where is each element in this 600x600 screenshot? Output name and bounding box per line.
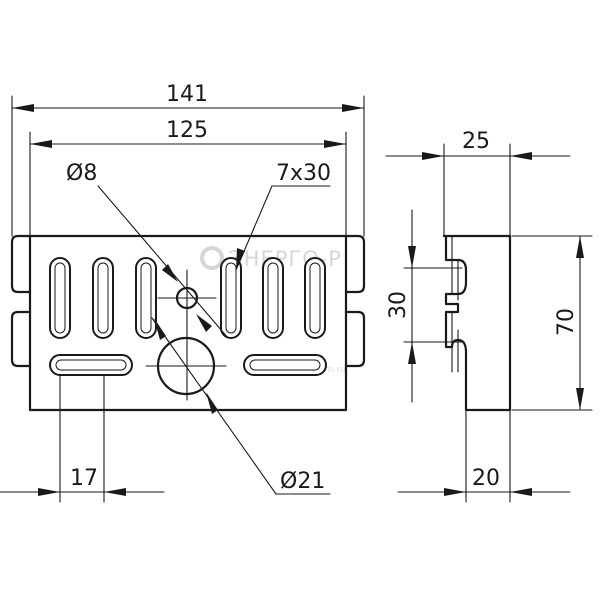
- vertical-slot: [92, 257, 114, 339]
- arrow-head: [206, 392, 218, 414]
- dim-label-edge-offset: 17: [70, 466, 98, 491]
- arrow-head: [154, 318, 166, 340]
- vertical-slot-inner: [225, 262, 237, 334]
- right-upper-tab: [344, 234, 366, 294]
- arrow-head: [196, 314, 212, 332]
- horizontal-slot-inner: [55, 359, 127, 371]
- vertical-slot-inner: [97, 262, 109, 334]
- arrow-head: [408, 246, 416, 268]
- arrow-head: [510, 152, 532, 160]
- arrow-head: [444, 488, 466, 496]
- horizontal-slots: [49, 354, 327, 376]
- side-view: [442, 234, 512, 412]
- vertical-slot: [49, 257, 71, 339]
- left-lower-tab: [10, 310, 32, 368]
- arrow-head: [576, 388, 584, 410]
- vertical-slot: [220, 257, 242, 339]
- vertical-slot-inner: [140, 262, 152, 334]
- dim-label-small-hole-diameter: Ø8: [66, 161, 97, 186]
- vertical-slot-inner: [309, 262, 321, 334]
- dim-label-overall-length: 141: [166, 82, 208, 107]
- arrow-head: [510, 488, 532, 496]
- vertical-slot-inner: [54, 262, 66, 334]
- vertical-slot: [262, 257, 284, 339]
- front-view: [10, 234, 366, 412]
- arrow-head: [12, 104, 34, 112]
- left-upper-tab: [10, 234, 32, 294]
- leader-small-hole: [97, 185, 229, 339]
- dim-label-slot-size: 7x30: [276, 161, 331, 186]
- side-profile-outline: [442, 234, 512, 412]
- arrow-head: [162, 264, 178, 282]
- vertical-slot-inner: [267, 262, 279, 334]
- dim-label-slot-spacing: 30: [386, 291, 411, 319]
- vertical-slot: [304, 257, 326, 339]
- horizontal-slot: [49, 354, 133, 376]
- side-dimensions: 25 70 30 20: [385, 129, 593, 503]
- dim-label-slot-pitch-length: 125: [166, 118, 208, 143]
- dim-label-large-hole-diameter: Ø21: [280, 469, 325, 494]
- dim-label-side-width: 25: [462, 129, 490, 154]
- arrow-head: [236, 248, 245, 270]
- watermark-logo-icon: [200, 246, 224, 270]
- arrow-head: [38, 488, 60, 496]
- arrow-head: [324, 140, 346, 148]
- front-plate-outline: [28, 234, 348, 412]
- arrow-head: [408, 342, 416, 364]
- arrow-head: [342, 104, 364, 112]
- right-lower-tab: [344, 310, 366, 368]
- dim-label-height: 70: [554, 308, 579, 336]
- horizontal-slot-inner: [249, 359, 321, 371]
- front-dimensions: 141 125 Ø8 7x30 Ø21 17: [0, 82, 365, 503]
- arrow-head: [422, 152, 444, 160]
- arrow-head: [104, 488, 126, 496]
- arrow-head: [576, 236, 584, 258]
- dim-label-base-width: 20: [472, 466, 500, 491]
- horizontal-slot: [243, 354, 327, 376]
- arrow-head: [30, 140, 52, 148]
- vertical-slot: [135, 257, 157, 339]
- vertical-slots: [49, 257, 326, 339]
